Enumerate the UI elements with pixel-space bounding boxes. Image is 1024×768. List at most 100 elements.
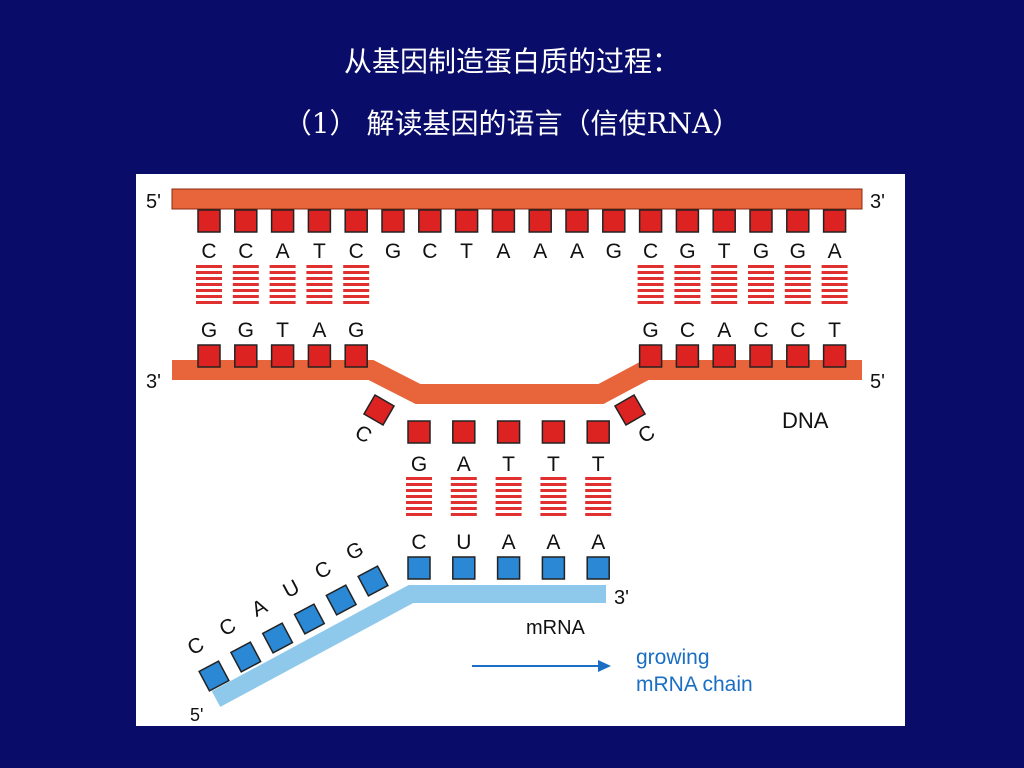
dna-side-base-left (362, 393, 396, 427)
dna-template-base-label: A (457, 453, 471, 476)
hydrogen-bond (784, 265, 811, 304)
mrna-tail-base-label: G (342, 537, 367, 565)
mrna-label: mRNA (526, 617, 586, 639)
hydrogen-bond (269, 265, 296, 304)
dna-top-base (675, 209, 700, 233)
dna-bottom-base-label: T (276, 319, 289, 342)
hydrogen-bond (637, 265, 664, 304)
dna-top-base-label: C (422, 240, 437, 263)
hydrogen-bond (674, 265, 701, 304)
dna-top-base-label: G (753, 240, 769, 263)
mrna-tail-base (229, 641, 262, 673)
dna-bottom-base (344, 344, 368, 368)
dna-top-base-label: C (238, 240, 253, 263)
dna-top-base-label: A (496, 240, 510, 263)
hydrogen-bond (748, 265, 774, 304)
dna-bottom-base-label: G (201, 319, 217, 342)
arrow-caption-growing: growing (636, 646, 710, 669)
dna-top-base (712, 209, 736, 233)
mrna-base (541, 556, 566, 580)
dna-bottom-base (270, 344, 295, 368)
bottom-strand-3-end: 3' (146, 371, 161, 393)
dna-template-base-label: G (411, 453, 427, 476)
dna-top-base-label: G (790, 240, 806, 263)
mrna-base-label: C (411, 531, 426, 554)
dna-top-base-label: C (201, 240, 216, 263)
mrna-base (452, 556, 476, 580)
dna-top-base (381, 209, 405, 233)
hydrogen-bond (585, 477, 612, 516)
hydrogen-bond (406, 477, 432, 516)
dna-label: DNA (782, 408, 829, 433)
mrna-base (407, 556, 431, 580)
dna-bottom-base (234, 344, 258, 368)
dna-top-base-label: G (679, 240, 695, 263)
dna-bottom-base (712, 344, 736, 368)
dna-top-base-label: A (533, 240, 547, 263)
dna-bottom-base (307, 344, 332, 368)
mrna-tail-base (261, 622, 294, 654)
dna-side-base-right (613, 393, 647, 427)
dna-top-base-label: C (349, 240, 364, 263)
mrna-base (586, 556, 610, 580)
dna-bottom-base-label: T (828, 319, 841, 342)
mrna-base-label: A (502, 531, 516, 554)
dna-top-base (565, 209, 589, 233)
dna-bottom-base (749, 344, 773, 368)
mrna-3-end: 3' (614, 587, 629, 609)
dna-top-base (491, 209, 516, 233)
mrna-tail-base-label: U (279, 576, 303, 603)
dna-top-base (418, 209, 442, 233)
dna-top-base-label: T (313, 240, 326, 263)
bottom-strand-5-end: 5' (870, 371, 885, 393)
hydrogen-bond (495, 477, 522, 516)
mrna-strand (211, 585, 606, 707)
dna-top-base (307, 209, 332, 233)
top-strand-5-end: 5' (146, 191, 161, 213)
dna-side-base-label: C (351, 421, 376, 449)
dna-top-base (638, 209, 663, 233)
mrna-base (496, 556, 521, 580)
dna-top-base-label: G (385, 240, 401, 263)
dna-template-base-label: T (592, 453, 605, 476)
dna-template-base (541, 420, 566, 444)
arrow-caption-mrna-chain: mRNA chain (636, 673, 753, 696)
dna-top-base (270, 209, 295, 233)
mrna-tail-base-label: C (311, 557, 335, 584)
hydrogen-bond (711, 265, 738, 304)
dna-top-base-label: A (276, 240, 290, 263)
dna-top-base (197, 209, 221, 233)
dna-template-base-label: T (502, 453, 515, 476)
mrna-tail-base-label: C (216, 614, 240, 641)
mrna-tail-base (325, 584, 358, 616)
dna-bottom-base (822, 344, 847, 368)
top-strand-3-end: 3' (870, 191, 885, 213)
dna-top-base (344, 209, 368, 233)
dna-top-base (602, 209, 626, 233)
dna-bottom-base (675, 344, 700, 368)
dna-bottom-strand (172, 360, 862, 404)
title-line-1: 从基因制造蛋白质的过程： (343, 45, 680, 78)
dna-top-base-label: T (718, 240, 731, 263)
hydrogen-bond (196, 265, 222, 304)
dna-bottom-base-label: C (790, 319, 805, 342)
mrna-tail-base (293, 603, 326, 635)
hydrogen-bond (306, 265, 333, 304)
mrna-base-label: A (546, 531, 560, 554)
dna-side-base-label: C (634, 421, 659, 449)
hydrogen-bond (540, 477, 567, 516)
dna-top-base (749, 209, 773, 233)
dna-bottom-base-label: G (348, 319, 364, 342)
dna-template-base (586, 420, 610, 444)
mrna-tail-base-label: C (184, 633, 208, 660)
dna-top-base (454, 209, 479, 233)
dna-top-base-label: A (570, 240, 584, 263)
hydrogen-bond (343, 265, 370, 304)
dna-top-base-label: A (828, 240, 842, 263)
growth-arrow-head (598, 660, 611, 672)
dna-top-base (528, 209, 552, 233)
dna-top-base-label: G (606, 240, 622, 263)
hydrogen-bond (232, 265, 259, 304)
dna-bottom-base-label: A (717, 319, 731, 342)
